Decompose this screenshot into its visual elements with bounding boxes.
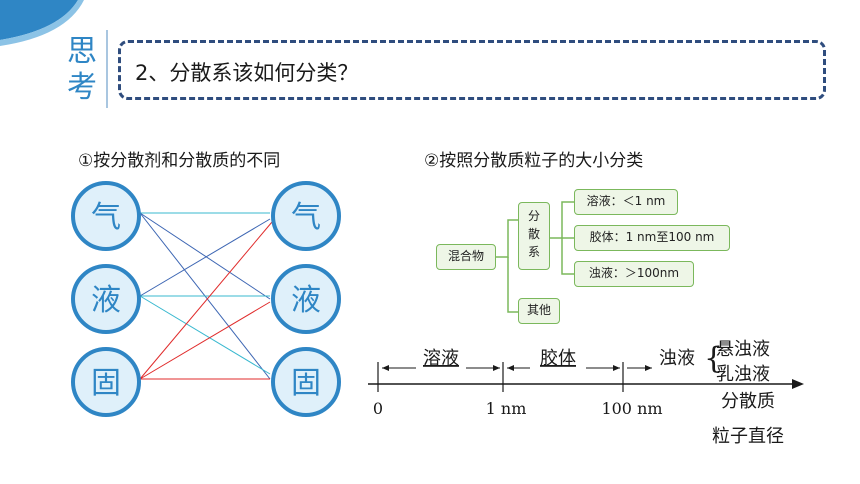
right-circle-gas	[271, 181, 341, 251]
right-circle-solid	[271, 347, 341, 417]
tree-branch-label: 分散系	[527, 209, 540, 259]
axis-label-line2: 粒子直径	[712, 426, 784, 447]
left-section-title: ①按分散剂和分散质的不同	[78, 151, 281, 171]
left-circle-gas	[71, 181, 141, 251]
tree-branch: 分散系	[518, 202, 550, 270]
right-node-gas: 气	[291, 200, 321, 235]
line-solid-liquid	[139, 301, 271, 380]
left-node-solid: 固	[91, 366, 121, 401]
right-node-liquid: 液	[291, 283, 321, 318]
right-circle-liquid	[271, 264, 341, 334]
line-liquid-solid	[139, 295, 271, 375]
right-node-solid: 固	[291, 366, 321, 401]
size-scale: 溶液 胶体 浊液 { 悬浊液 乳浊液 0 1 nm 100 nm 分散质 粒子直…	[368, 339, 804, 447]
line-liquid-gas	[139, 218, 271, 297]
segment-label-turbid: 浊液	[659, 348, 695, 369]
question-text: 2、分散系该如何分类？	[135, 61, 359, 85]
tree-leaf-turbid: 浊液：＞100nm	[574, 261, 694, 287]
axis-label-line1: 分散质	[721, 391, 775, 412]
line-gas-solid	[139, 212, 271, 380]
question-box: 2、分散系该如何分类？	[118, 40, 826, 100]
line-solid-gas	[139, 221, 273, 380]
tree-other: 其他	[518, 298, 560, 324]
left-node-gas: 气	[91, 200, 121, 235]
tree-leaf-colloid: 胶体：1 nm至100 nm	[574, 225, 730, 251]
turbid-type-suspension: 悬浊液	[716, 339, 770, 360]
connection-lines	[139, 212, 273, 380]
segment-label-colloid: 胶体	[540, 348, 576, 369]
turbid-type-emulsion: 乳浊液	[716, 364, 770, 385]
tick-label-100nm: 100 nm	[601, 399, 662, 418]
tick-label-1nm: 1 nm	[486, 399, 527, 418]
right-section-title: ②按照分散质粒子的大小分类	[424, 151, 644, 171]
tick-label-0: 0	[373, 399, 383, 418]
left-circle-solid	[71, 347, 141, 417]
left-circle-liquid	[71, 264, 141, 334]
scale-arrow	[792, 379, 804, 389]
line-gas-liquid	[139, 212, 271, 300]
header-divider	[106, 30, 108, 108]
segment-label-solution: 溶液	[423, 348, 459, 369]
left-node-liquid: 液	[91, 283, 121, 318]
think-label: 思考	[67, 34, 97, 105]
brace: {	[704, 341, 723, 376]
tree-leaf-solution: 溶液：＜1 nm	[574, 189, 678, 215]
corner-decoration	[0, 0, 84, 46]
tree-root: 混合物	[436, 244, 496, 270]
